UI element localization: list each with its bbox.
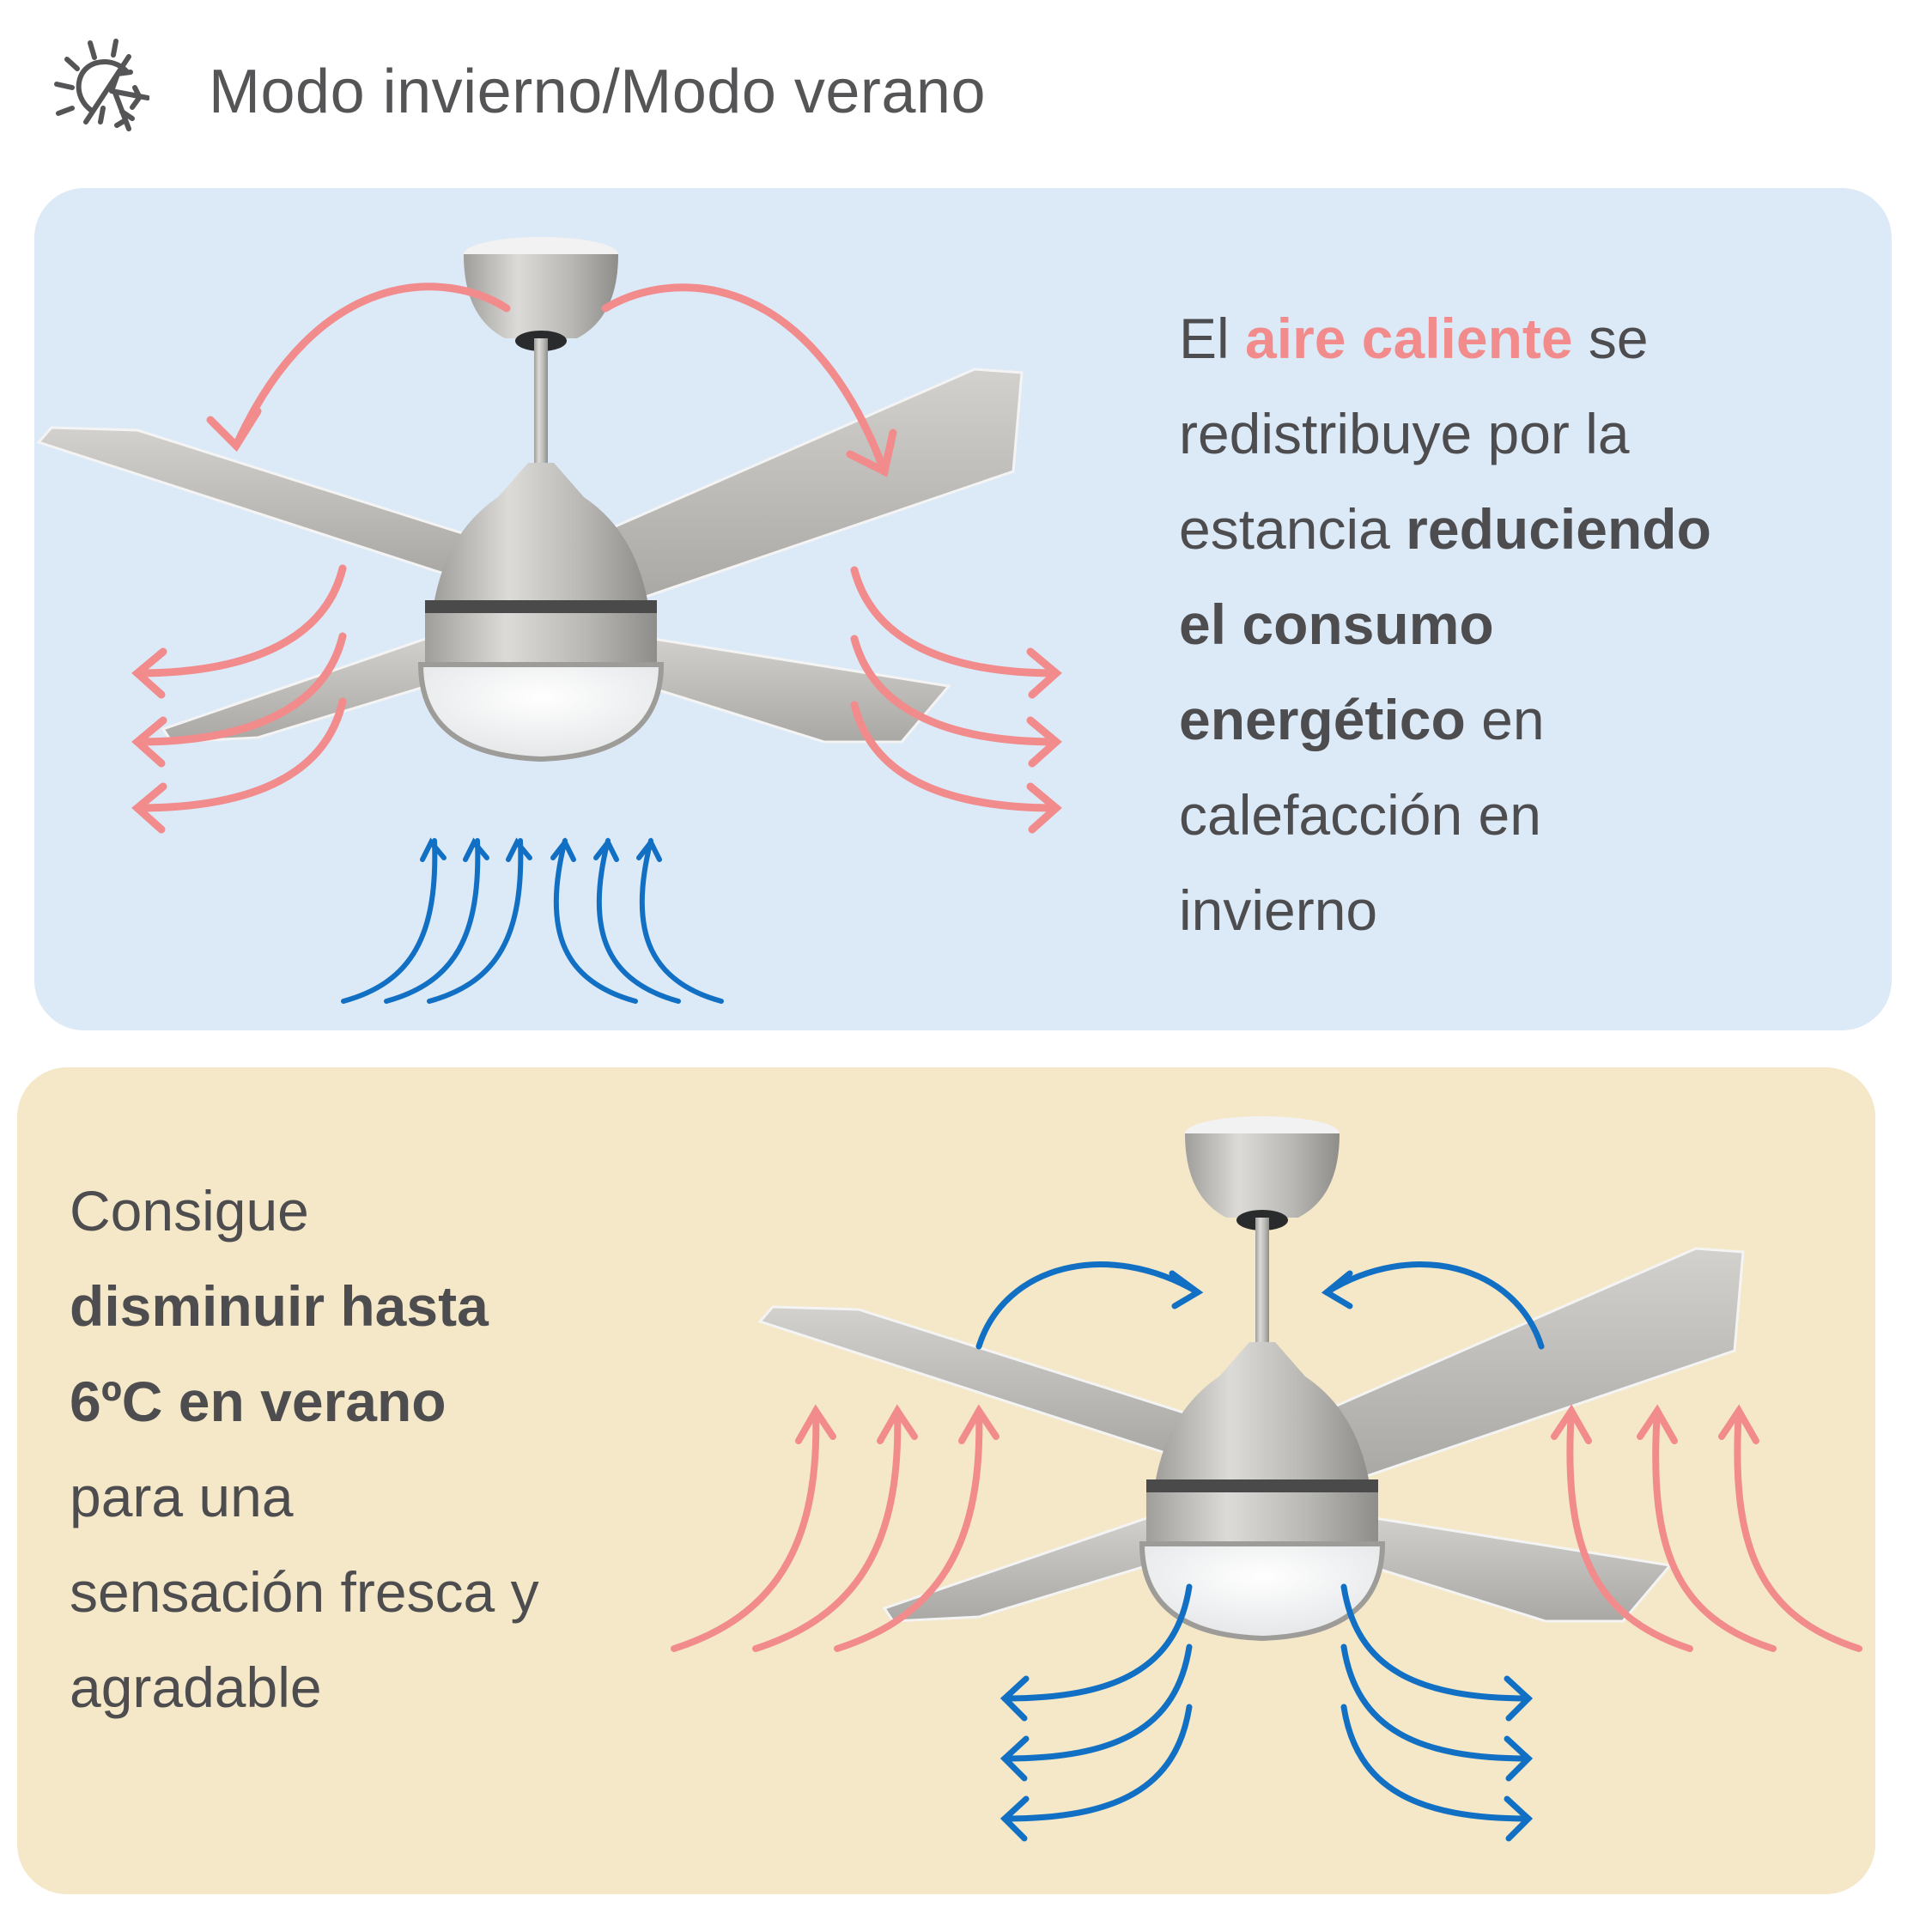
winter-line-2: redistribuye por la (1179, 402, 1630, 465)
winter-mode-panel: El aire caliente se redistribuye por la … (34, 188, 1892, 1030)
text: estancia (1179, 497, 1406, 561)
winter-line-1: El aire caliente se (1179, 291, 1711, 386)
warm-air-highlight: aire caliente (1245, 307, 1573, 370)
winter-line-5: energético en (1179, 672, 1711, 768)
ceiling-fan-winter-illustration (36, 237, 1062, 1004)
summer-description: Consigue disminuir hasta 6ºC en verano p… (70, 1163, 539, 1735)
winter-line-7: invierno (1179, 878, 1378, 942)
fan-body (757, 1116, 1745, 1642)
bold-text: disminuir hasta (70, 1274, 489, 1338)
winter-line-3: estancia reduciendo (1179, 482, 1711, 577)
winter-line-6: calefacción en (1179, 783, 1541, 847)
text: se (1572, 307, 1649, 370)
winter-description: El aire caliente se redistribuye por la … (1179, 291, 1711, 958)
summer-line-6: agradable (70, 1656, 322, 1719)
warm-air-arrows (131, 283, 1062, 834)
bold-text: energético (1179, 688, 1466, 751)
fan-body (36, 237, 1024, 762)
summer-mode-panel: Consigue disminuir hasta 6ºC en verano p… (17, 1067, 1875, 1894)
ceiling-fan-summer-illustration (671, 1116, 1862, 1842)
bold-text: reduciendo (1406, 497, 1711, 561)
text: en (1465, 688, 1545, 751)
bold-text: el consumo (1179, 592, 1494, 656)
cool-air-arrows (341, 837, 724, 1004)
summer-line-4: para una (70, 1465, 294, 1528)
summer-line-1: Consigue (70, 1179, 309, 1242)
winter-line-4: el consumo (1179, 577, 1711, 672)
warm-air-arrows (671, 1404, 1862, 1652)
cool-air-arrows (975, 1261, 1545, 1842)
summer-line-2: disminuir hasta (70, 1259, 539, 1354)
bold-text: 6ºC en verano (70, 1370, 447, 1433)
sun-snowflake-icon (54, 39, 149, 131)
text: El (1179, 307, 1246, 370)
page-title: Modo invierno/Modo verano (209, 58, 987, 126)
summer-line-5: sensación fresca y (70, 1560, 539, 1624)
header: Modo invierno/Modo verano (0, 0, 1932, 172)
summer-line-3: 6ºC en verano (70, 1354, 539, 1449)
